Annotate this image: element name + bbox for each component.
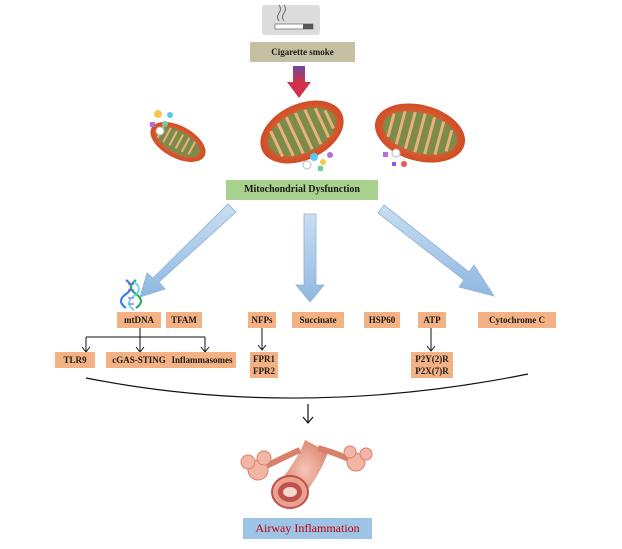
cgas-sting-label: cGAS-STING <box>106 352 172 368</box>
dna-helix-icon <box>119 279 143 311</box>
smoke-arrow <box>287 66 311 98</box>
fpr1-label: FPR1 <box>253 354 275 364</box>
cigarette-icon <box>262 4 320 35</box>
cigarette-smoke-label: Cigarette smoke <box>250 42 355 62</box>
mtdna-branch-connector <box>81 328 210 353</box>
convergence-bracket <box>85 373 529 399</box>
released-fragments-right <box>383 148 407 167</box>
p2-receptor-box: P2Y(2)R P2X(7)R <box>411 352 453 378</box>
released-fragments-left <box>150 110 173 136</box>
fpr2-label: FPR2 <box>253 366 275 376</box>
atp-label: ATP <box>418 312 446 328</box>
hsp60-label: HSP60 <box>364 312 400 328</box>
arrow-to-cytochrome <box>377 204 495 297</box>
airway-inflammation-label: Airway Inflammation <box>243 518 372 539</box>
nfps-label: NFPs <box>248 312 276 328</box>
outcome-arrow <box>302 404 314 424</box>
arrow-to-succinate <box>295 213 325 303</box>
tlr9-label: TLR9 <box>55 352 95 368</box>
succinate-label: Succinate <box>292 312 344 328</box>
mitochondrion-icon <box>260 100 344 164</box>
p2y2r-label: P2Y(2)R <box>415 354 449 364</box>
p2x7r-label: P2X(7)R <box>415 366 449 376</box>
tfam-label: TFAM <box>166 312 202 328</box>
arrow-to-mtdna <box>139 203 237 298</box>
nfps-connector <box>257 328 267 351</box>
cytochrome-c-label: Cytochrome C <box>478 312 556 328</box>
inflammasomes-label: Inflammasomes <box>168 352 236 368</box>
released-fragments-center <box>302 152 333 171</box>
fpr-box: FPR1 FPR2 <box>250 352 278 378</box>
mitochondrial-dysfunction-label: Mitochondrial Dysfunction <box>226 180 378 200</box>
mitochondrion-icon <box>374 103 466 163</box>
lung-airway-icon <box>240 440 373 509</box>
atp-connector <box>426 328 436 352</box>
mtdna-label: mtDNA <box>117 312 161 328</box>
